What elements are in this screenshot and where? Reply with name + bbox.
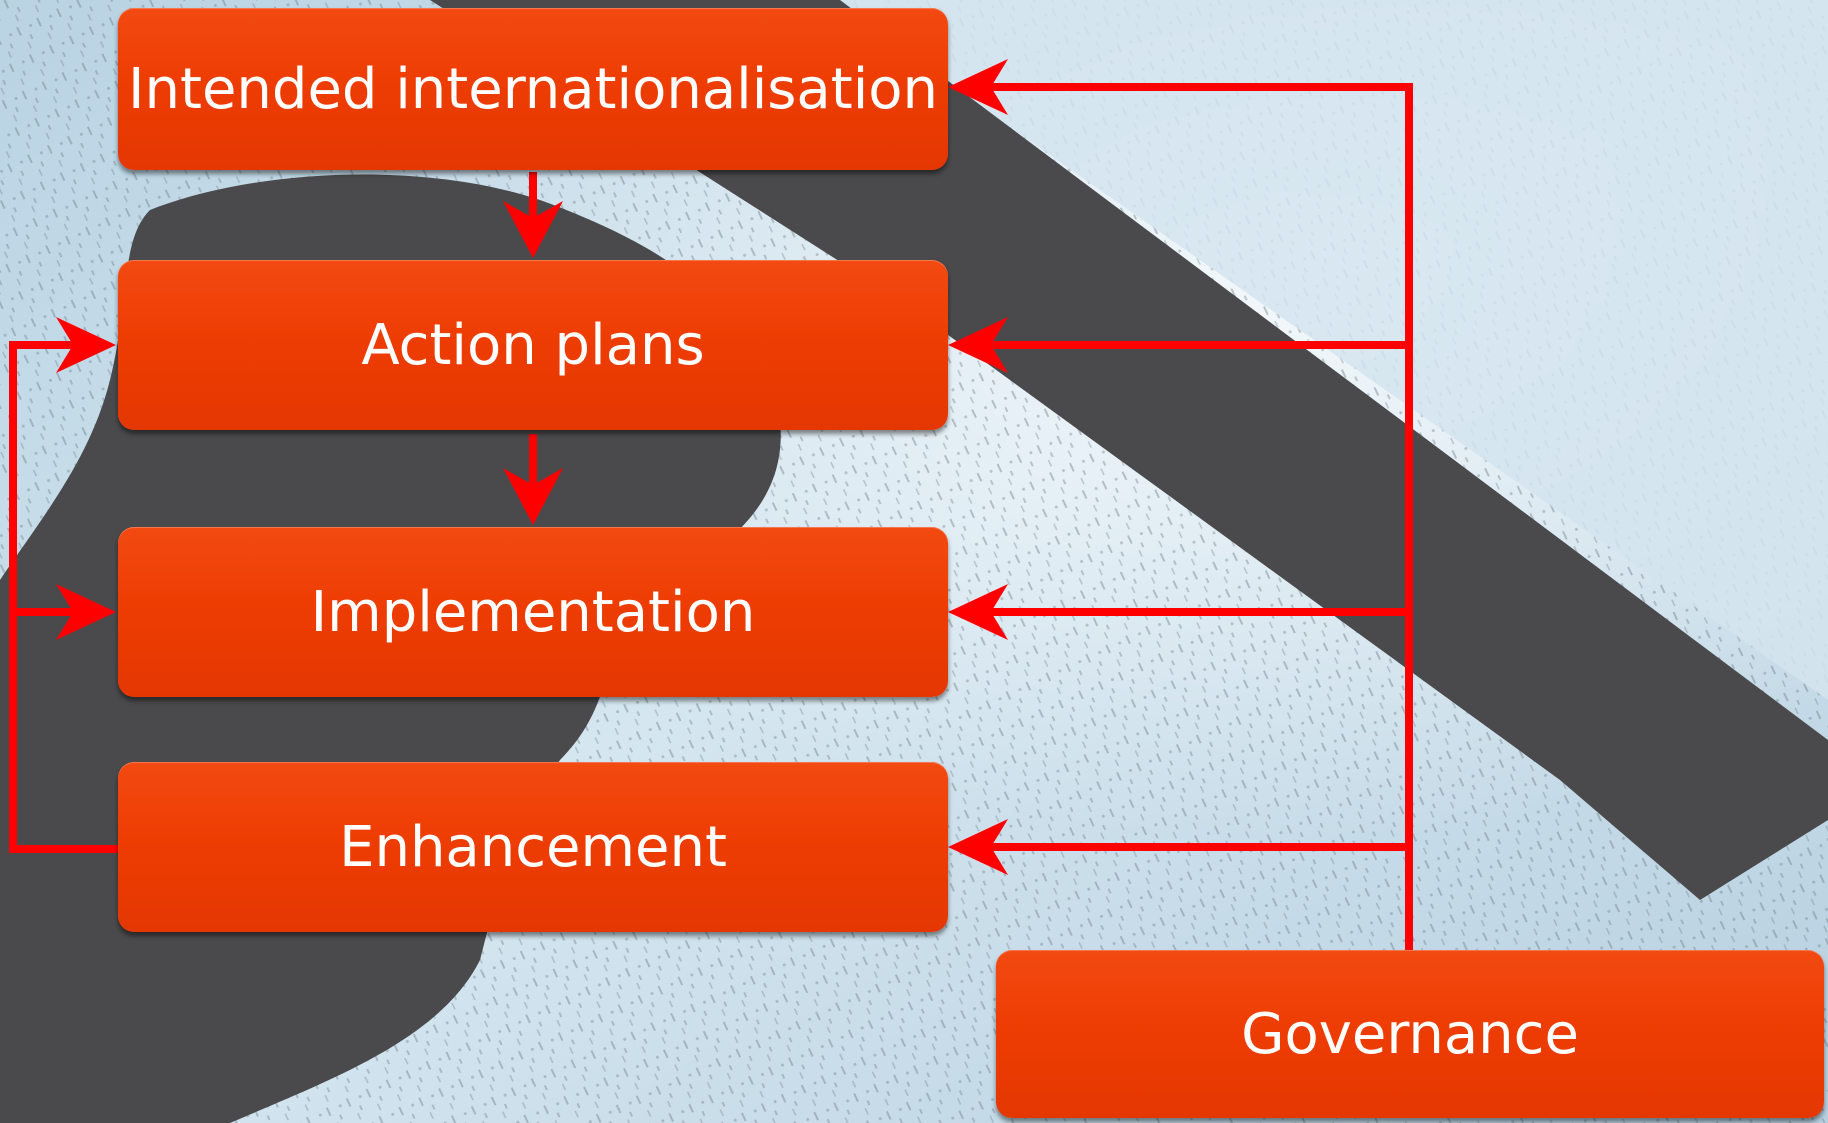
arrowhead-feedback-implementation — [56, 584, 116, 640]
node-governance: Governance — [996, 950, 1824, 1118]
node-implementation: Implementation — [118, 527, 948, 697]
node-label: Governance — [1241, 1001, 1579, 1067]
arrowhead-governance-action-plans — [948, 317, 1008, 373]
feedback-loop-line — [9, 341, 118, 853]
node-action-plans: Action plans — [118, 260, 948, 430]
node-label: Implementation — [310, 579, 756, 645]
node-intended-internationalisation: Intended internationalisation — [118, 8, 948, 170]
arrowhead-action-plans-to-implementation — [503, 468, 563, 525]
node-label: Action plans — [361, 312, 705, 378]
node-label: Enhancement — [339, 814, 727, 880]
arrowhead-feedback-action-plans — [56, 317, 116, 373]
arrowhead-governance-intended — [948, 59, 1008, 115]
arrowhead-governance-implementation — [948, 584, 1008, 640]
arrowhead-governance-enhancement — [948, 819, 1008, 875]
node-label: Intended internationalisation — [127, 56, 939, 122]
arrowhead-intended-to-action-plans — [503, 201, 563, 258]
node-enhancement: Enhancement — [118, 762, 948, 932]
governance-trunk-line — [970, 83, 1413, 950]
